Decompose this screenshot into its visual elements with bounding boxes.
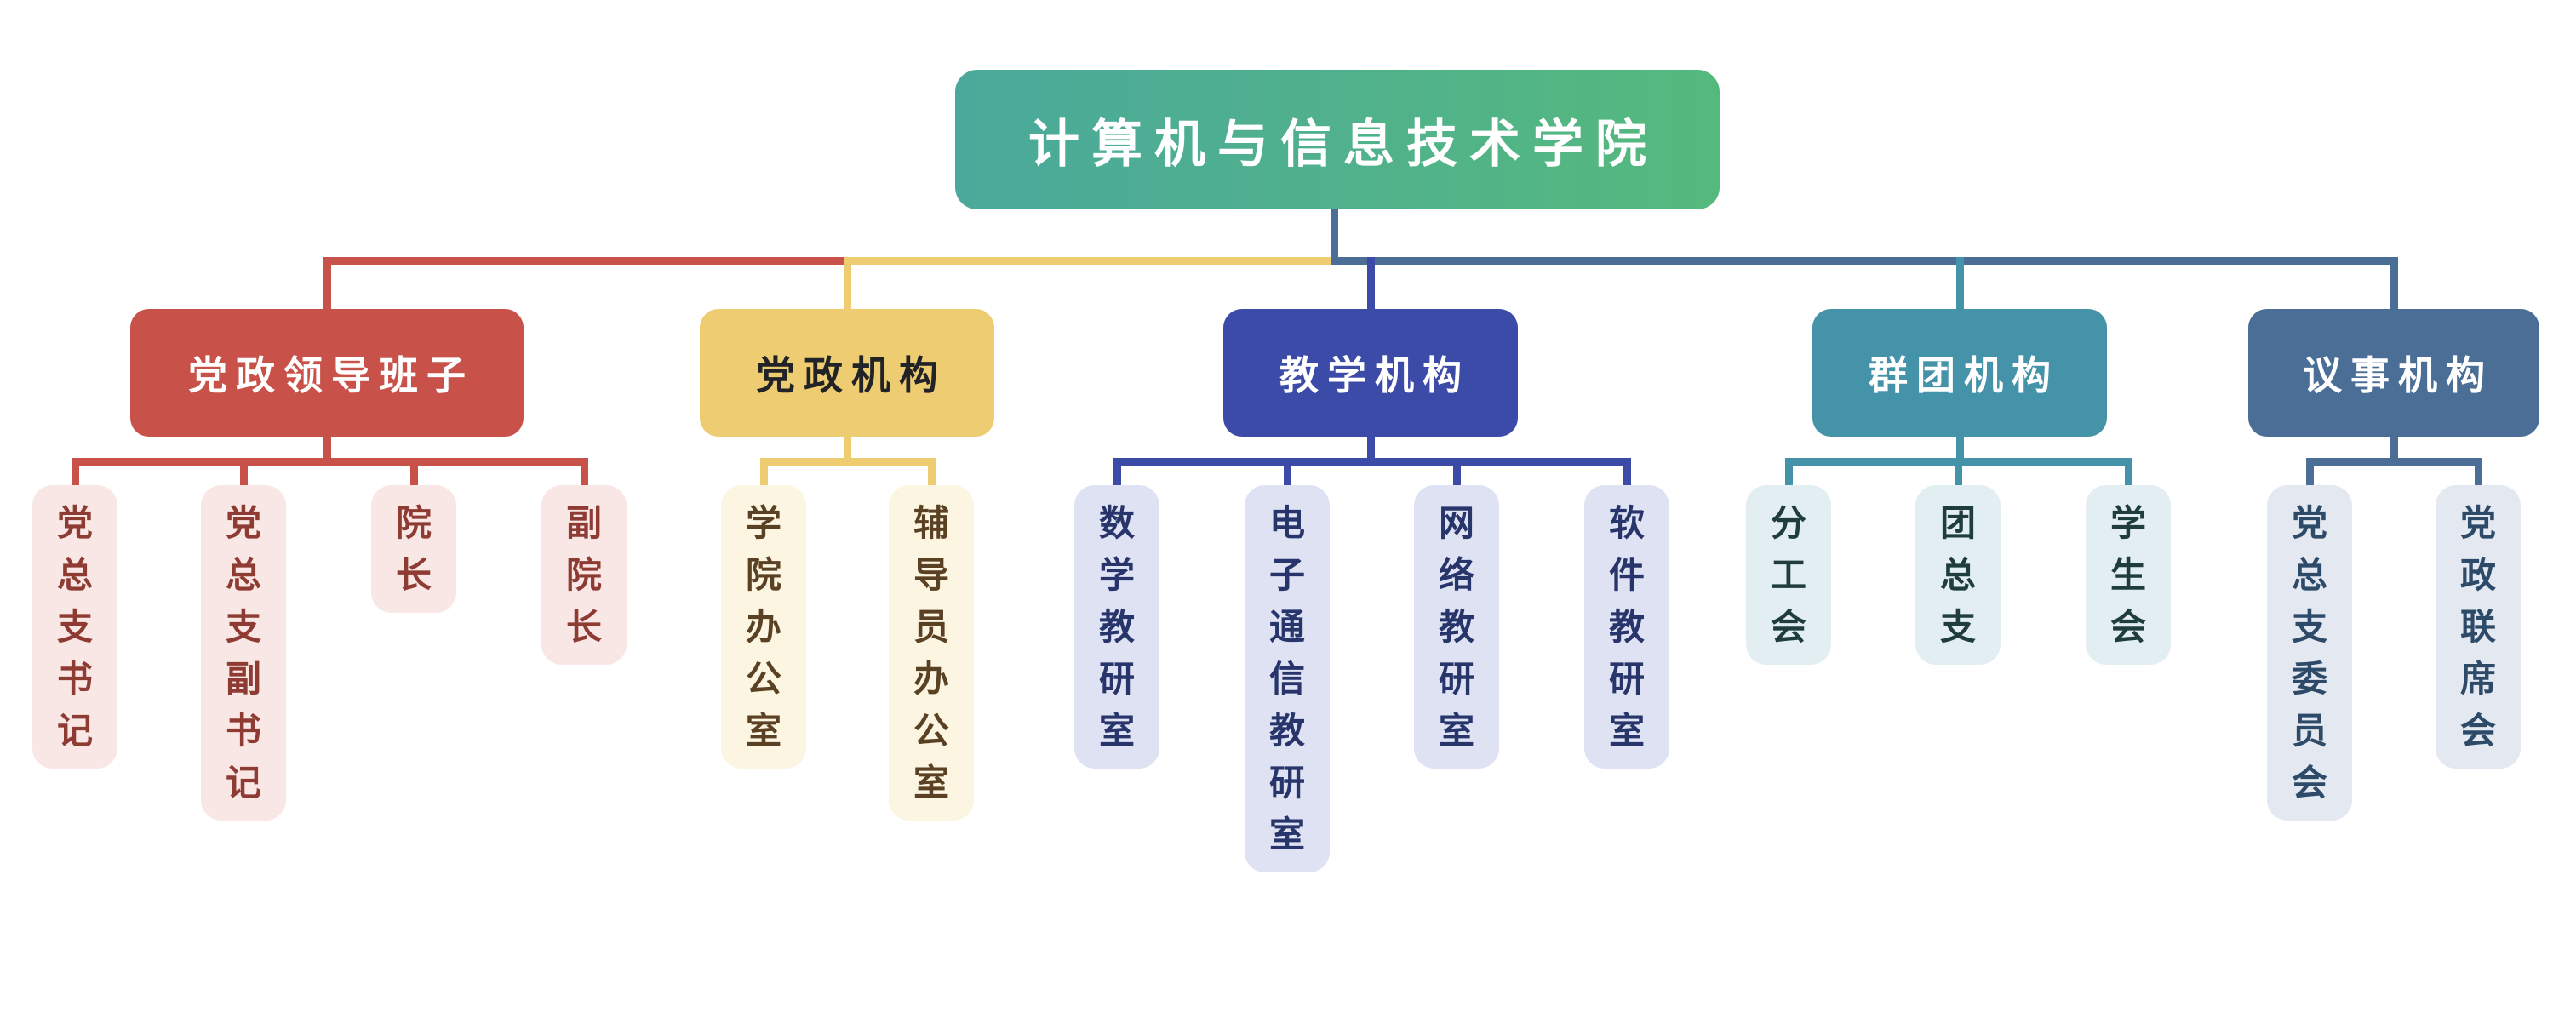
connector-leaf-stub <box>581 458 588 486</box>
leaf-label: 学生会 <box>2109 503 2146 647</box>
connector-leaf-stub <box>928 458 936 486</box>
leaf-node-3-1: 团总支 <box>1915 485 2001 665</box>
leaf-label: 副院长 <box>565 503 602 647</box>
leaf-label: 数学教研室 <box>1098 503 1135 751</box>
connector-branch-top-2 <box>1367 257 1375 310</box>
leaf-label: 党政联席会 <box>2459 503 2496 751</box>
leaf-label: 辅导员办公室 <box>913 503 949 803</box>
leaf-node-0-1: 党总支副书记 <box>201 485 286 821</box>
leaf-label: 院长 <box>395 503 432 595</box>
leaf-node-3-0: 分工会 <box>1746 485 1831 665</box>
connector-leaf-stub <box>2306 458 2314 486</box>
connector-leaf-stub <box>1453 458 1461 486</box>
connector-root-drop <box>1331 209 1338 265</box>
connector-trunk-slate <box>1331 257 2398 265</box>
root-node: 计算机与信息技术学院 <box>955 70 1720 209</box>
connector-rail-2 <box>1113 458 1631 466</box>
leaf-node-1-0: 学院办公室 <box>721 485 806 769</box>
branch-node-party-admin: 党政机构 <box>700 309 994 437</box>
leaf-label: 党总支委员会 <box>2291 503 2327 803</box>
connector-branch-top-1 <box>844 257 851 310</box>
leaf-label: 软件教研室 <box>1608 503 1645 751</box>
connector-leaf-stub <box>2475 458 2482 486</box>
leaf-node-4-0: 党总支委员会 <box>2267 485 2352 821</box>
connector-leaf-stub <box>1623 458 1631 486</box>
leaf-node-2-1: 电子通信教研室 <box>1245 485 1330 872</box>
branch-node-teaching: 教学机构 <box>1223 309 1518 437</box>
leaf-label: 党总支副书记 <box>225 503 261 803</box>
leaf-label: 网络教研室 <box>1438 503 1474 751</box>
leaf-node-2-2: 网络教研室 <box>1414 485 1499 769</box>
connector-rail-1 <box>760 458 936 466</box>
connector-leaf-stub <box>760 458 768 486</box>
connector-trunk-red <box>323 257 844 265</box>
branch-node-mass-org: 群团机构 <box>1812 309 2107 437</box>
leaf-label: 团总支 <box>1939 503 1976 647</box>
leaf-node-0-2: 院长 <box>371 485 456 613</box>
connector-leaf-stub <box>2125 458 2132 486</box>
leaf-node-2-0: 数学教研室 <box>1074 485 1159 769</box>
connector-branch-top-3 <box>1956 257 1964 310</box>
connector-leaf-stub <box>240 458 248 486</box>
connector-leaf-stub <box>410 458 418 486</box>
leaf-node-4-1: 党政联席会 <box>2436 485 2521 769</box>
connector-branch-top-0 <box>323 257 331 310</box>
connector-rail-0 <box>72 458 588 466</box>
branch-node-deliberative: 议事机构 <box>2248 309 2539 437</box>
leaf-label: 电子通信教研室 <box>1268 503 1305 855</box>
connector-leaf-stub <box>1113 458 1121 486</box>
connector-branch-bottom-4 <box>2390 437 2398 466</box>
leaf-node-2-3: 软件教研室 <box>1584 485 1669 769</box>
connector-rail-4 <box>2306 458 2482 466</box>
connector-leaf-stub <box>1785 458 1793 486</box>
connector-trunk-yellow <box>844 257 1331 265</box>
connector-branch-bottom-0 <box>323 437 331 466</box>
connector-leaf-stub <box>72 458 79 486</box>
leaf-label: 分工会 <box>1770 503 1806 647</box>
leaf-label: 党总支书记 <box>56 503 93 751</box>
connector-leaf-stub <box>1955 458 1962 486</box>
leaf-node-3-2: 学生会 <box>2086 485 2171 665</box>
leaf-node-0-0: 党总支书记 <box>32 485 117 769</box>
branch-node-leadership: 党政领导班子 <box>130 309 524 437</box>
connector-branch-bottom-2 <box>1367 437 1375 466</box>
connector-branch-bottom-1 <box>844 437 851 466</box>
leaf-node-0-3: 副院长 <box>541 485 627 665</box>
connector-branch-top-4 <box>2390 257 2398 310</box>
leaf-label: 学院办公室 <box>745 503 781 751</box>
connector-leaf-stub <box>1284 458 1291 486</box>
leaf-node-1-1: 辅导员办公室 <box>889 485 974 821</box>
connector-branch-bottom-3 <box>1956 437 1964 466</box>
